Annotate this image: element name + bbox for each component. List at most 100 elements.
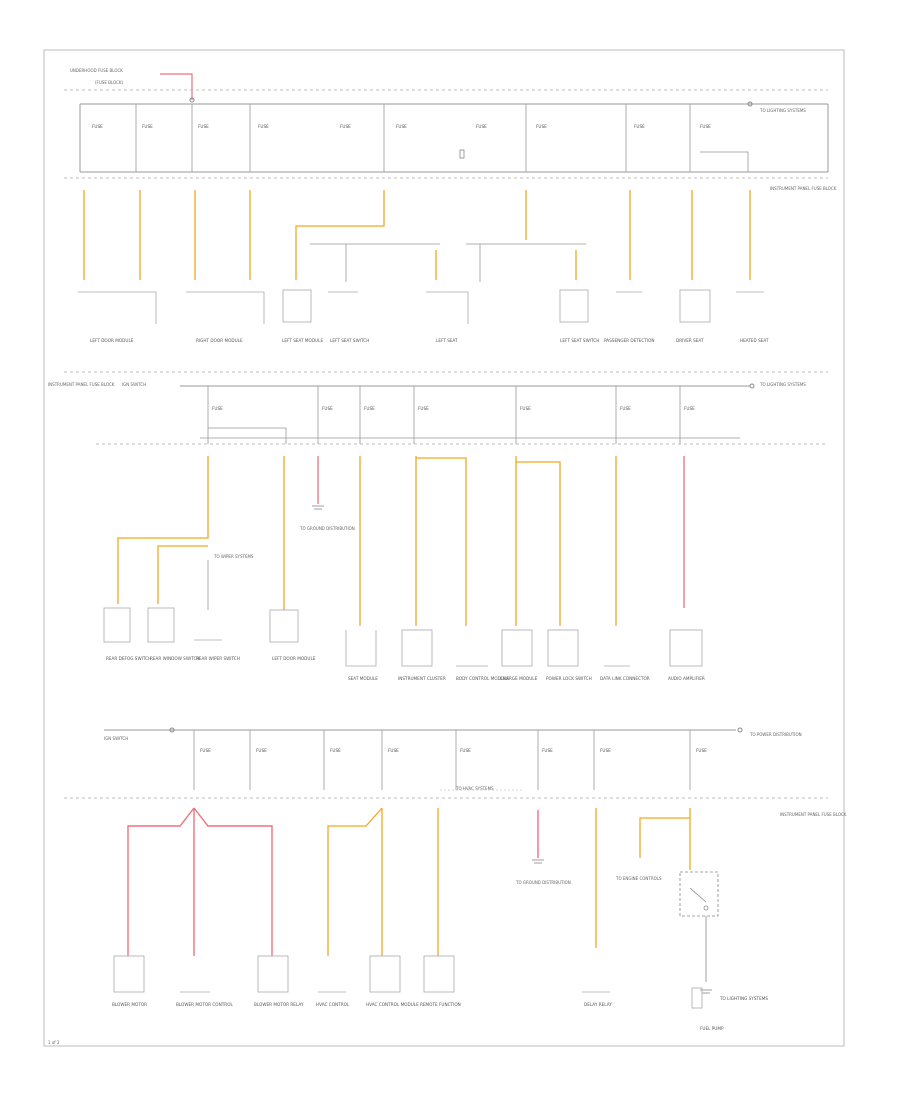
diagram-frame: [43, 49, 845, 1047]
top-fuse-3: FUSE: [198, 124, 209, 129]
mid-panel-title: INSTRUMENT PANEL FUSE BLOCK: [48, 382, 115, 387]
mid-fuse-5: FUSE: [520, 406, 531, 411]
top-fuse-dividers: [135, 104, 691, 172]
mid-right-bus-label: TO LIGHTING SYSTEMS: [759, 382, 806, 387]
bottom-component-6: REMOTE FUNCTION: [420, 1002, 461, 1007]
top-fuse-10: FUSE: [700, 124, 711, 129]
mid-component-9: POWER LOCK SWITCH: [546, 676, 592, 681]
top-fuse-2: FUSE: [142, 124, 153, 129]
page-number: 1 of 2: [48, 1040, 60, 1045]
mid-component-4: LEFT DOOR MODULE: [272, 656, 316, 661]
bottom-fuse-8: FUSE: [696, 748, 707, 753]
bottom-right-panel-note: INSTRUMENT PANEL FUSE BLOCK: [780, 812, 847, 817]
mid-note-1: TO WIPER SYSTEMS: [213, 554, 254, 559]
bottom-component-2: BLOWER MOTOR CONTROL: [176, 1002, 233, 1007]
mid-fuse-3: FUSE: [364, 406, 375, 411]
mid-component-8: CHARGE MODULE: [500, 676, 538, 681]
bottom-left-node: [169, 727, 175, 733]
top-component-labels: LEFT DOOR MODULE RIGHT DOOR MODULE LEFT …: [90, 338, 769, 343]
bottom-fuse-6: FUSE: [542, 748, 553, 753]
bottom-fuse-dividers: [193, 730, 691, 790]
bottom-component-boxes: [113, 955, 703, 1009]
top-component-8: DRIVER SEAT: [676, 338, 704, 343]
top-component-5: LEFT SEAT: [436, 338, 458, 343]
top-component-4: LEFT SEAT SWITCH: [330, 338, 369, 343]
top-panel-title: UNDERHOOD FUSE BLOCK: [70, 68, 123, 73]
mid-fuse-1: FUSE: [212, 406, 223, 411]
mid-fuse-4: FUSE: [418, 406, 429, 411]
bottom-fuse-1: FUSE: [200, 748, 211, 753]
top-right-bus-label: TO LIGHTING SYSTEMS: [759, 108, 806, 113]
bottom-component-1: BLOWER MOTOR: [112, 1002, 147, 1007]
top-fuse-4: FUSE: [258, 124, 269, 129]
mid-component-7: BODY CONTROL MODULE: [456, 676, 509, 681]
top-component-1: LEFT DOOR MODULE: [90, 338, 134, 343]
bottom-component-labels: BLOWER MOTOR BLOWER MOTOR CONTROL BLOWER…: [112, 996, 768, 1031]
bottom-note-1: TO HVAC SYSTEMS: [455, 786, 494, 791]
mid-note-2: TO GROUND DISTRIBUTION: [299, 526, 355, 531]
top-component-9: HEATED SEAT: [740, 338, 769, 343]
top-fuse-symbol: [459, 149, 465, 159]
top-feed-node: [189, 97, 195, 103]
top-component-6: LEFT SEAT SWITCH: [560, 338, 599, 343]
top-fuse-1: FUSE: [92, 124, 103, 129]
mid-component-labels: REAR DEFOG SWITCH REAR WINDOW SWITCH REA…: [106, 656, 705, 681]
top-fuse-8: FUSE: [536, 124, 547, 129]
top-fuse-labels: FUSE FUSE FUSE FUSE FUSE FUSE FUSE FUSE …: [92, 124, 711, 129]
bottom-fuse-5: FUSE: [460, 748, 471, 753]
mid-fuse-2: FUSE: [322, 406, 333, 411]
mid-right-node: [749, 383, 755, 389]
bottom-note-3: TO ENGINE CONTROLS: [615, 876, 662, 881]
top-fuse-9: FUSE: [634, 124, 645, 129]
bottom-component-3: BLOWER MOTOR RELAY: [254, 1002, 304, 1007]
mid-fuse-block: INSTRUMENT PANEL FUSE BLOCK IGN SWITCH T…: [48, 371, 828, 681]
mid-component-10: DATA LINK CONNECTOR: [600, 676, 650, 681]
mid-inner-branch: [208, 427, 287, 444]
top-panel-subtitle: (FUSE BLOCK): [95, 80, 124, 85]
mid-component-11: AUDIO AMPLIFIER: [668, 676, 705, 681]
top-right-note: INSTRUMENT PANEL FUSE BLOCK: [770, 186, 837, 191]
mid-component-1: REAR DEFOG SWITCH: [106, 656, 151, 661]
mid-left-bus-label: IGN SWITCH: [122, 382, 146, 387]
relay-switch-symbol: [679, 871, 719, 994]
bottom-note-2: TO GROUND DISTRIBUTION: [515, 880, 571, 885]
mid-component-2: REAR WINDOW SWITCH: [150, 656, 200, 661]
top-fuse-block: UNDERHOOD FUSE BLOCK (FUSE BLOCK) TO LIG…: [64, 68, 837, 343]
bottom-component-9: FUEL PUMP: [700, 1026, 724, 1031]
bottom-fuse-block: IGN SWITCH TO POWER DISTRIBUTION FUSE FU…: [64, 727, 847, 1031]
mid-fuse-labels: FUSE FUSE FUSE FUSE FUSE FUSE FUSE: [212, 406, 695, 411]
bottom-ground-symbol: [532, 859, 544, 864]
bottom-component-5: HVAC CONTROL MODULE: [366, 1002, 419, 1007]
bottom-fuse-3: FUSE: [330, 748, 341, 753]
mid-ground-symbol: [312, 505, 324, 510]
bottom-fuse-2: FUSE: [256, 748, 267, 753]
bottom-fuse-7: FUSE: [600, 748, 611, 753]
mid-fuse-dividers: [207, 386, 681, 444]
top-wires-gray: [310, 243, 586, 282]
top-wires-orange: [83, 190, 751, 280]
bottom-wires-orange: [327, 807, 691, 956]
bottom-fuse-labels: FUSE FUSE FUSE FUSE FUSE FUSE FUSE FUSE: [200, 748, 707, 753]
top-right-node: [747, 101, 753, 107]
top-component-2: RIGHT DOOR MODULE: [196, 338, 243, 343]
bottom-right-node: [737, 727, 743, 733]
top-component-7: PASSENGER DETECTION: [604, 338, 655, 343]
mid-wires-orange: [117, 456, 617, 626]
top-component-3: LEFT SEAT MODULE: [282, 338, 323, 343]
mid-fuse-6: FUSE: [620, 406, 631, 411]
mid-component-3: REAR WIPER SWITCH: [196, 656, 240, 661]
top-component-boxes: [78, 289, 764, 324]
bottom-component-8: TO LIGHTING SYSTEMS: [719, 996, 768, 1001]
bottom-component-4: HVAC CONTROL: [316, 1002, 350, 1007]
bottom-left-bus-label: IGN SWITCH: [104, 736, 128, 741]
top-fuse-5: FUSE: [340, 124, 351, 129]
top-right-branch: [700, 151, 749, 172]
bottom-component-7: DELAY RELAY: [584, 1002, 612, 1007]
mid-component-5: SEAT MODULE: [348, 676, 378, 681]
top-fuse-6: FUSE: [396, 124, 407, 129]
top-feed-wire: [160, 73, 193, 100]
bottom-right-bus-label: TO POWER DISTRIBUTION: [749, 732, 802, 737]
bottom-wires-pink: [127, 807, 539, 956]
mid-fuse-7: FUSE: [684, 406, 695, 411]
